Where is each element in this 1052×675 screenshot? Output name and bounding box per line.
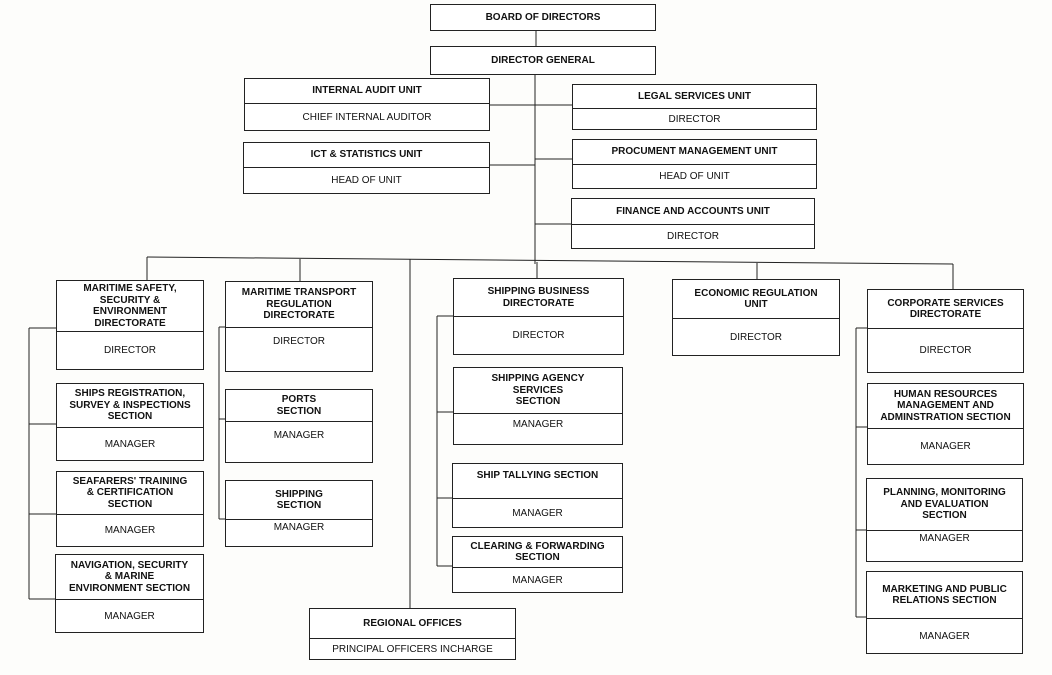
ship-tallying-role: MANAGER (453, 498, 622, 527)
regional-offices-box: REGIONAL OFFICES PRINCIPAL OFFICERS INCH… (309, 608, 516, 660)
procurement-role: HEAD OF UNIT (573, 164, 816, 188)
shipping-section-title: SHIPPING SECTION (275, 488, 323, 512)
finance-accounts-box: FINANCE AND ACCOUNTS UNIT DIRECTOR (571, 198, 815, 249)
internal-audit-box: INTERNAL AUDIT UNIT CHIEF INTERNAL AUDIT… (244, 78, 490, 131)
procurement-title: PROCUMENT MANAGEMENT UNIT (611, 146, 778, 158)
clearing-forwarding-title: CLEARING & FORWARDING SECTION (470, 540, 605, 564)
ict-statistics-role: HEAD OF UNIT (244, 167, 489, 193)
human-resources-title: HUMAN RESOURCES MANAGEMENT AND ADMINSTRA… (880, 388, 1011, 423)
shipping-section-role: MANAGER (226, 519, 372, 546)
ports-section-role: MANAGER (226, 421, 372, 462)
shipping-business-role: DIRECTOR (454, 316, 623, 354)
finance-accounts-role: DIRECTOR (572, 224, 814, 248)
economic-regulation-role: DIRECTOR (673, 318, 839, 355)
marketing-public-relations-title: MARKETING AND PUBLIC RELATIONS SECTION (882, 583, 1007, 607)
ships-registration-role: MANAGER (57, 427, 203, 460)
maritime-transport-title: MARITIME TRANSPORT REGULATION DIRECTORAT… (241, 287, 357, 322)
maritime-transport-role: DIRECTOR (226, 327, 372, 371)
corporate-services-title: CORPORATE SERVICES DIRECTORATE (887, 297, 1004, 321)
director-general-box: DIRECTOR GENERAL (430, 46, 656, 75)
legal-services-role: DIRECTOR (573, 108, 816, 129)
ships-registration-section-box: SHIPS REGISTRATION, SURVEY & INSPECTIONS… (56, 383, 204, 461)
marketing-public-relations-section-box: MARKETING AND PUBLIC RELATIONS SECTION M… (866, 571, 1023, 654)
shipping-agency-title: SHIPPING AGENCY SERVICES SECTION (491, 373, 585, 408)
economic-regulation-title: ECONOMIC REGULATION UNIT (694, 287, 818, 311)
seafarers-training-role: MANAGER (57, 514, 203, 546)
clearing-forwarding-section-box: CLEARING & FORWARDING SECTION MANAGER (452, 536, 623, 593)
ict-statistics-title: ICT & STATISTICS UNIT (310, 149, 423, 161)
corporate-services-role: DIRECTOR (868, 328, 1023, 372)
planning-monitoring-role: MANAGER (867, 530, 1022, 561)
shipping-section-box: SHIPPING SECTION MANAGER (225, 480, 373, 547)
legal-services-box: LEGAL SERVICES UNIT DIRECTOR (572, 84, 817, 130)
maritime-safety-title: MARITIME SAFETY, SECURITY & ENVIRONMENT … (83, 283, 177, 329)
finance-accounts-title: FINANCE AND ACCOUNTS UNIT (616, 205, 770, 217)
planning-monitoring-title: PLANNING, MONITORING AND EVALUATION SECT… (883, 487, 1006, 522)
human-resources-role: MANAGER (868, 428, 1023, 464)
ship-tallying-section-box: SHIP TALLYING SECTION MANAGER (452, 463, 623, 528)
internal-audit-title: INTERNAL AUDIT UNIT (312, 85, 422, 97)
board-of-directors-box: BOARD OF DIRECTORS (430, 4, 656, 31)
procurement-box: PROCUMENT MANAGEMENT UNIT HEAD OF UNIT (572, 139, 817, 189)
seafarers-training-title: SEAFARERS' TRAINING & CERTIFICATION SECT… (72, 475, 188, 510)
ports-section-title: PORTS SECTION (276, 394, 322, 417)
corporate-services-directorate-box: CORPORATE SERVICES DIRECTORATE DIRECTOR (867, 289, 1024, 373)
shipping-agency-section-box: SHIPPING AGENCY SERVICES SECTION MANAGER (453, 367, 623, 445)
ports-section-box: PORTS SECTION MANAGER (225, 389, 373, 463)
clearing-forwarding-role: MANAGER (453, 567, 622, 592)
maritime-safety-role: DIRECTOR (57, 331, 203, 369)
marketing-public-relations-role: MANAGER (867, 618, 1022, 653)
board-title: BOARD OF DIRECTORS (485, 11, 601, 23)
legal-services-title: LEGAL SERVICES UNIT (638, 90, 751, 102)
shipping-business-directorate-box: SHIPPING BUSINESS DIRECTORATE DIRECTOR (453, 278, 624, 355)
ships-registration-title: SHIPS REGISTRATION, SURVEY & INSPECTIONS… (69, 388, 191, 423)
internal-audit-role: CHIEF INTERNAL AUDITOR (245, 103, 489, 130)
human-resources-section-box: HUMAN RESOURCES MANAGEMENT AND ADMINSTRA… (867, 383, 1024, 465)
ict-statistics-box: ICT & STATISTICS UNIT HEAD OF UNIT (243, 142, 490, 194)
seafarers-training-section-box: SEAFARERS' TRAINING & CERTIFICATION SECT… (56, 471, 204, 547)
director-general-title: DIRECTOR GENERAL (491, 54, 595, 66)
navigation-security-section-box: NAVIGATION, SECURITY & MARINE ENVIRONMEN… (55, 554, 204, 633)
connector-directorates-bus (146, 256, 954, 265)
economic-regulation-box: ECONOMIC REGULATION UNIT DIRECTOR (672, 279, 840, 356)
maritime-transport-directorate-box: MARITIME TRANSPORT REGULATION DIRECTORAT… (225, 281, 373, 372)
regional-offices-role: PRINCIPAL OFFICERS INCHARGE (310, 638, 515, 659)
shipping-agency-role: MANAGER (454, 413, 622, 444)
ship-tallying-title: SHIP TALLYING SECTION (476, 470, 599, 481)
planning-monitoring-section-box: PLANNING, MONITORING AND EVALUATION SECT… (866, 478, 1023, 562)
regional-offices-title: REGIONAL OFFICES (363, 617, 462, 629)
navigation-security-title: NAVIGATION, SECURITY & MARINE ENVIRONMEN… (68, 559, 191, 594)
maritime-safety-directorate-box: MARITIME SAFETY, SECURITY & ENVIRONMENT … (56, 280, 204, 370)
shipping-business-title: SHIPPING BUSINESS DIRECTORATE (487, 286, 590, 309)
navigation-security-role: MANAGER (56, 599, 203, 632)
